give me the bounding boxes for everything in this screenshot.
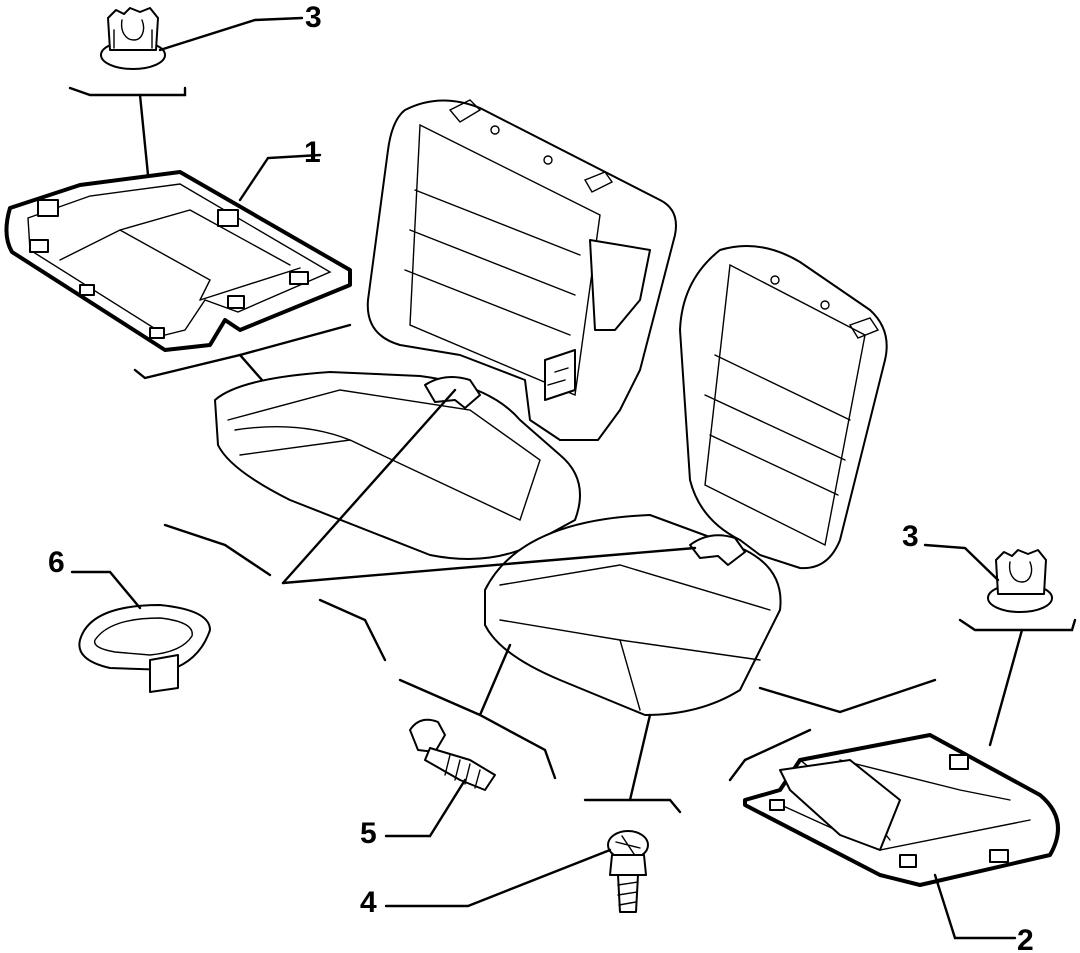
callout-number-4: 4 [360,886,377,919]
callout-number-1: 1 [304,136,321,169]
seat-tray-left [4,170,352,352]
seat-back-left [366,99,677,441]
strap-part [78,604,211,693]
callout-number-5: 5 [360,817,377,850]
seat-cushion-left [214,371,581,560]
screw-part [607,830,649,913]
leader-lines [68,16,1077,940]
seat-cushion-right [484,514,782,716]
bolt-part [409,718,496,791]
callout-number-2: 2 [1017,924,1034,953]
clip-part-right [987,549,1053,613]
callout-number-6: 6 [48,546,65,579]
seat-back-right [679,245,888,570]
callout-number-3-right: 3 [902,520,919,553]
clip-part-top [100,7,166,70]
callout-number-3-top: 3 [305,1,322,34]
seat-tray-right [743,733,1060,887]
